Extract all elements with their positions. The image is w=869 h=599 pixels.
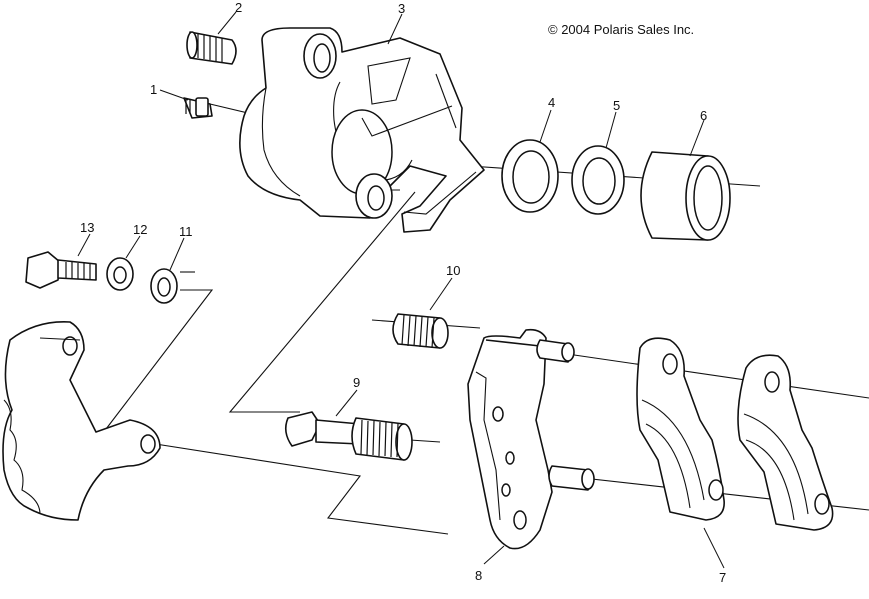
callout-5: 5 xyxy=(613,98,620,113)
part-9-pin xyxy=(284,411,413,461)
callout-9: 9 xyxy=(353,375,360,390)
part-13-bolt xyxy=(25,251,97,289)
callout-2: 2 xyxy=(235,0,242,15)
callout-labels: 2 3 1 4 5 6 13 12 11 10 9 8 7 xyxy=(80,0,726,585)
callout-1: 1 xyxy=(150,82,157,97)
callout-13: 13 xyxy=(80,220,94,235)
callout-7: 7 xyxy=(719,570,726,585)
part-5-seal xyxy=(571,145,625,215)
callout-8: 8 xyxy=(475,568,482,583)
part-6-piston xyxy=(640,151,731,241)
callout-3: 3 xyxy=(398,1,405,16)
part-7-pad-inner xyxy=(636,337,725,521)
callout-6: 6 xyxy=(700,108,707,123)
part-11-washer xyxy=(150,268,178,304)
callout-12: 12 xyxy=(133,222,147,237)
part-8-bracket xyxy=(467,328,595,550)
part-12-washer xyxy=(106,257,134,291)
part-4-seal xyxy=(501,139,559,213)
part-1-bleeder xyxy=(183,97,213,119)
callout-4: 4 xyxy=(548,95,555,110)
leader-lines xyxy=(77,11,725,569)
callout-10: 10 xyxy=(446,263,460,278)
mounting-bracket xyxy=(2,321,161,521)
part-3-caliper xyxy=(239,27,485,233)
part-7-pad-outer xyxy=(737,354,834,531)
copyright-notice: © 2004 Polaris Sales Inc. xyxy=(548,22,695,37)
part-2-plug xyxy=(186,31,237,65)
part-10-pin xyxy=(392,313,449,349)
callout-11: 11 xyxy=(179,224,193,239)
